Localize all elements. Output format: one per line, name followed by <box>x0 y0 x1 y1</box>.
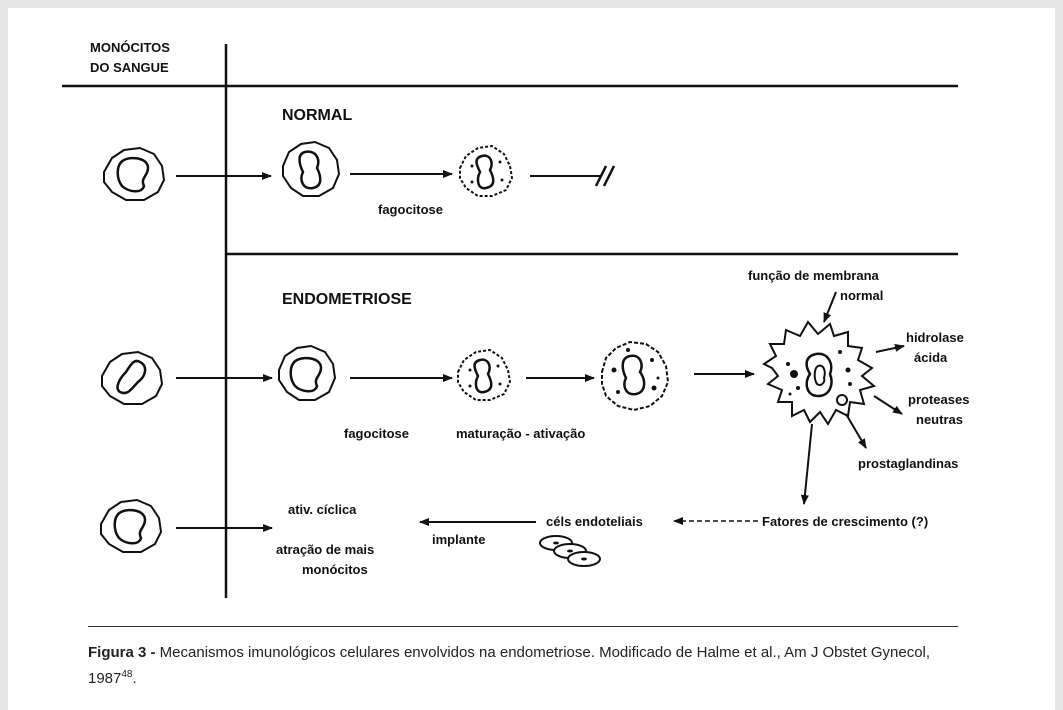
normal-fagocitose-label: fagocitose <box>378 202 443 217</box>
arrow-fatores <box>800 423 813 505</box>
caption-divider <box>88 626 958 627</box>
fatores-label: Fatores de crescimento (?) <box>762 514 928 529</box>
monocyte-cell-endo <box>101 350 164 405</box>
figure-card <box>8 8 1055 710</box>
monocyte-cell-bottom <box>100 498 163 553</box>
endothelial-cells-icon <box>539 535 601 567</box>
header-line-2: DO SANGUE <box>90 60 169 75</box>
caption-reference: 48 <box>121 669 133 680</box>
endo-fagocitose-label: fagocitose <box>344 426 409 441</box>
caption-label: Figura 3 - <box>88 644 156 661</box>
cels-endoteliais-label: céls endoteliais <box>546 514 643 529</box>
acida-label: ácida <box>914 350 948 365</box>
stop-mark-icon <box>594 165 616 187</box>
activated-macrophage-cell <box>762 320 877 426</box>
hidrolase-label: hidrolase <box>906 330 964 345</box>
activated-cell-normal <box>459 144 514 197</box>
proteases-label: proteases <box>908 392 969 407</box>
caption-text: Mecanismos imunológicos celulares envolv… <box>88 644 931 687</box>
figure-caption: Figura 3 - Mecanismos imunológicos celul… <box>88 642 958 690</box>
prostaglandinas-label: prostaglandinas <box>858 456 958 471</box>
monocyte-cell-normal <box>103 146 166 201</box>
arrow-hidrolase <box>875 343 905 353</box>
ativ-ciclica-label: ativ. cíclica <box>288 502 357 517</box>
maturing-cell-endo <box>457 348 512 401</box>
arrow-proteases <box>873 395 903 415</box>
funcao-normal-label: normal <box>840 288 883 303</box>
funcao-membrana-label: função de membrana <box>748 268 880 283</box>
activated-cell-endo <box>601 340 670 412</box>
atracao-label: atração de mais <box>276 542 374 557</box>
macrophage-cell-normal <box>282 140 341 197</box>
caption-end: . <box>132 670 137 687</box>
arrow-funcao <box>823 291 837 323</box>
monocitos-label: monócitos <box>302 562 368 577</box>
maturacao-label: maturação - ativação <box>456 426 585 441</box>
header-line-1: MONÓCITOS <box>90 40 170 55</box>
neutras-label: neutras <box>916 412 963 427</box>
normal-title: NORMAL <box>282 107 352 124</box>
macrophage-cell-endo <box>278 344 337 401</box>
implante-label: implante <box>432 532 485 547</box>
endometriose-title: ENDOMETRIOSE <box>282 291 412 308</box>
arrow-prostaglandinas <box>845 413 867 449</box>
